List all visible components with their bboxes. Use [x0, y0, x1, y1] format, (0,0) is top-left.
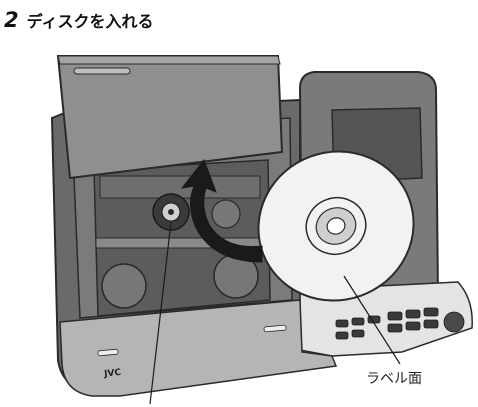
label-side-callout: ラベル面	[366, 371, 422, 387]
base-plate	[59, 299, 338, 397]
insert-direction-arrow	[180, 158, 263, 263]
compartment-slot	[99, 175, 261, 199]
speaker-right-upper	[211, 199, 241, 229]
control-buttons	[335, 307, 465, 340]
control-button	[405, 309, 421, 319]
control-button	[387, 323, 403, 333]
control-button	[423, 319, 439, 329]
cd-disc-ring	[305, 197, 367, 255]
spindle-leader-line	[149, 221, 172, 405]
cd-disc-hole	[326, 217, 346, 235]
lid-top-edge	[57, 55, 281, 65]
control-button	[387, 311, 403, 321]
lid-handle	[73, 67, 131, 75]
label-side-leader-line	[343, 275, 401, 365]
base-slot-right	[263, 324, 287, 333]
control-button	[335, 319, 349, 328]
control-button	[335, 331, 349, 340]
control-button	[423, 307, 439, 317]
step-heading: 2 ディスクを入れる	[4, 8, 154, 34]
step-number: 2	[4, 8, 19, 32]
base-slot-left	[97, 348, 119, 357]
brand-logo: JVC	[103, 368, 122, 380]
step-title: ディスクを入れる	[26, 12, 154, 31]
control-button	[405, 321, 421, 331]
speaker-left-lower	[101, 263, 147, 309]
control-button	[351, 317, 365, 326]
disc-spindle-center	[168, 209, 174, 215]
volume-knob	[443, 311, 465, 333]
control-button	[351, 329, 365, 338]
